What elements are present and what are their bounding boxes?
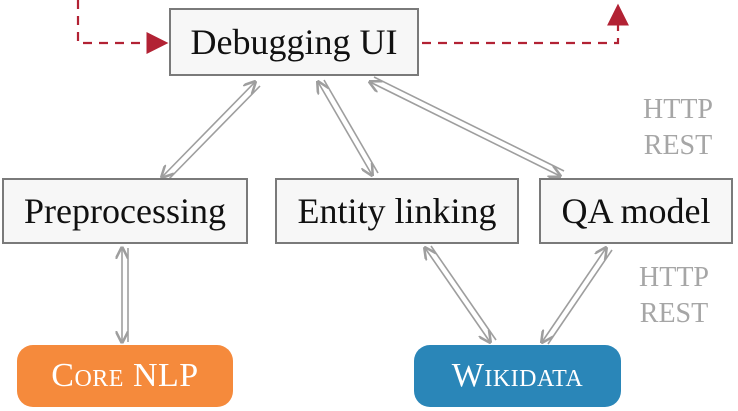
protocol-top-line2: REST (643, 130, 713, 161)
protocol-bottom-line2: REST (639, 298, 709, 329)
wikidata-node: Wikidata (414, 345, 621, 407)
edge-preprocessing-corenlp (122, 248, 129, 342)
debugging-ui-label: Debugging UI (190, 22, 398, 62)
edge-debugging-qa-model (370, 76, 565, 176)
preprocessing-label: Preprocessing (24, 191, 226, 231)
protocol-bottom-line1: HTTP (639, 262, 709, 293)
edge-debugging-entity-linking (318, 80, 379, 175)
wikidata-label: Wikidata (451, 357, 584, 394)
corenlp-label: Core NLP (51, 357, 199, 394)
dashed-input-flow (76, 0, 169, 54)
entity-linking-node: Entity linking (275, 178, 519, 244)
protocol-label-top: HTTP REST (628, 92, 728, 164)
qa-model-label: QA model (561, 191, 711, 231)
preprocessing-node: Preprocessing (2, 178, 248, 244)
protocol-top-line1: HTTP (643, 94, 713, 125)
debugging-ui-node: Debugging UI (169, 8, 419, 76)
edge-debugging-preprocessing (162, 82, 261, 182)
corenlp-node: Core NLP (17, 345, 233, 407)
qa-model-node: QA model (539, 178, 733, 244)
protocol-label-bottom: HTTP REST (624, 260, 724, 332)
entity-linking-label: Entity linking (297, 191, 497, 231)
edge-qa-model-wikidata (542, 248, 613, 344)
edge-entity-linking-wikidata (425, 246, 497, 342)
dashed-output-flow (422, 3, 629, 45)
